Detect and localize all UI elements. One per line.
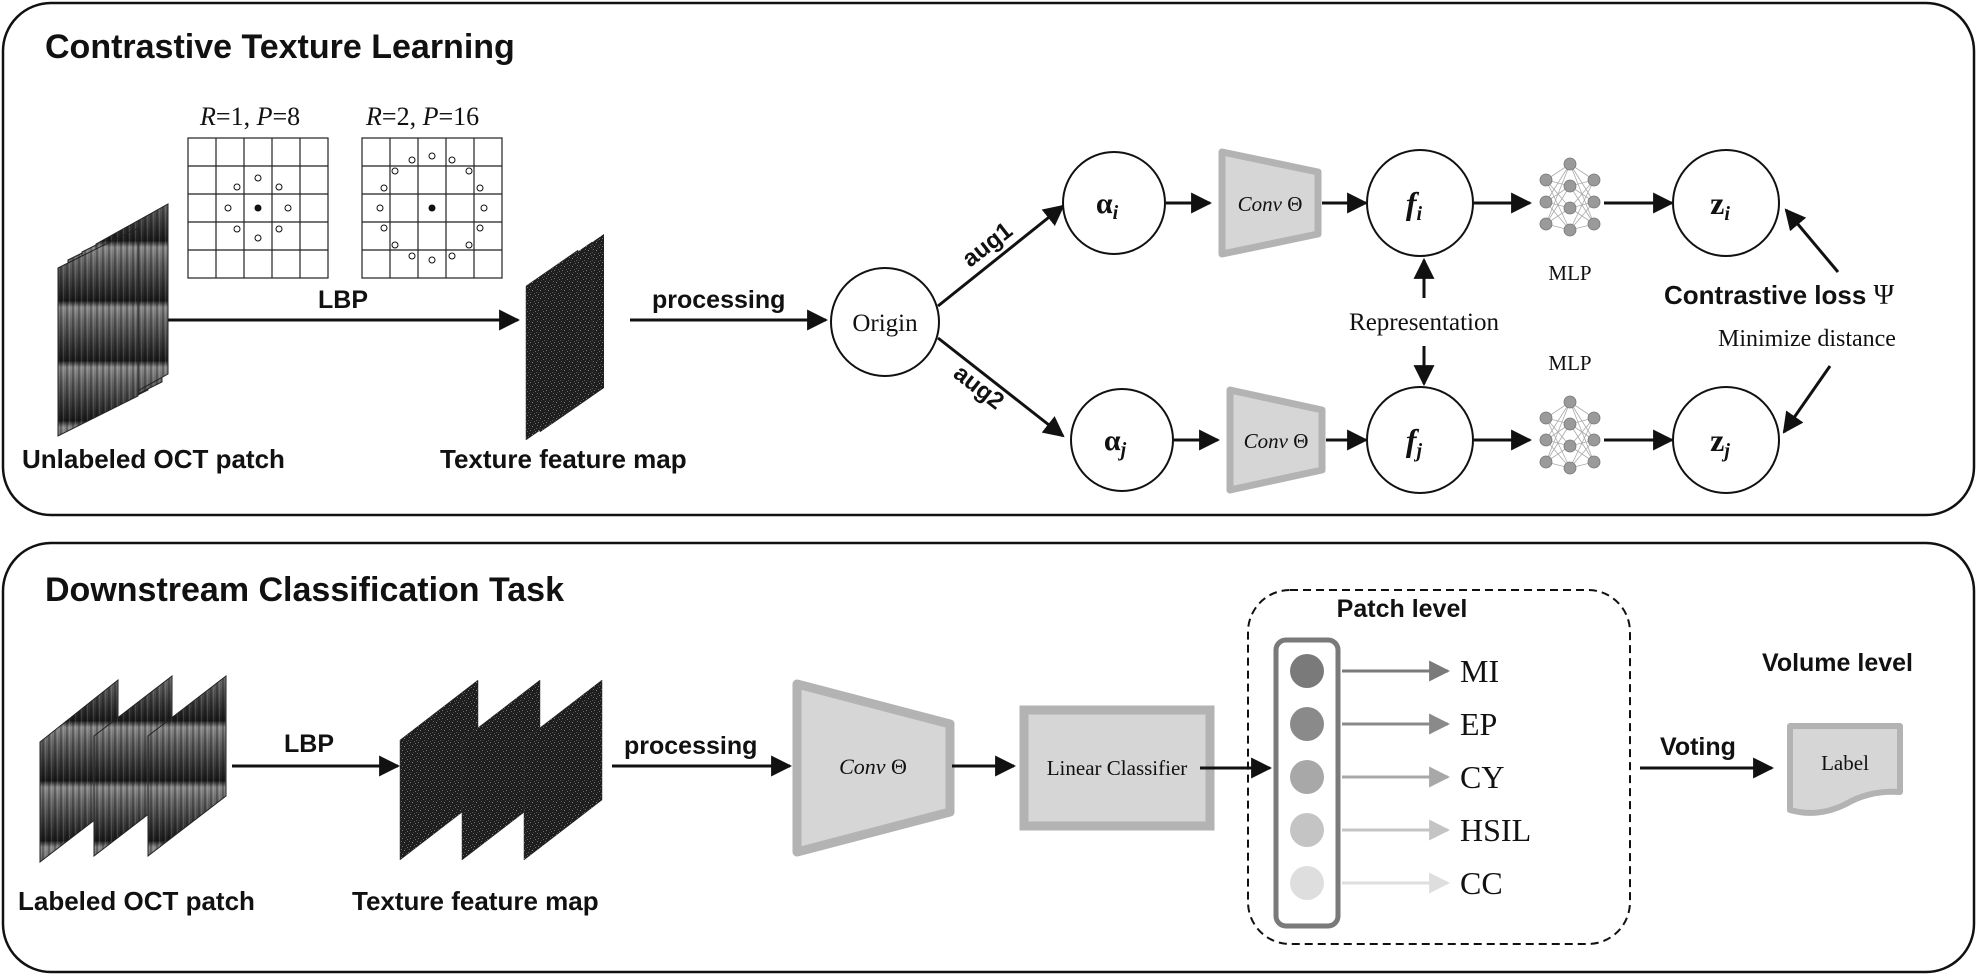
labeled-oct-caption: Labeled OCT patch — [18, 886, 255, 916]
bottom-panel-border — [1, 541, 1976, 974]
volume-level-label: Volume level — [1762, 649, 1913, 677]
mlp-j-label: MLP — [1548, 351, 1591, 375]
class-label-ep: EP — [1460, 706, 1497, 742]
contrastive-loss-label: Contrastive loss Ψ — [1664, 280, 1895, 311]
representation-label: Representation — [1349, 309, 1499, 336]
texture-map-stack-top — [525, 234, 604, 441]
alpha-j-label: αj — [1104, 424, 1127, 461]
aug1-arrow — [937, 204, 1065, 308]
mlp-j — [1539, 395, 1601, 475]
f-j-node — [1366, 386, 1474, 494]
origin-label: Origin — [852, 310, 918, 337]
bottom-panel-title: Downstream Classification Task — [45, 571, 564, 609]
conv-encoder-j: Conv Θ — [1226, 386, 1326, 494]
texture-map-stack-bottom — [399, 679, 603, 861]
mlp-i-label: MLP — [1548, 261, 1591, 285]
f-i-node — [1366, 149, 1474, 257]
aug2-label: aug2 — [948, 359, 1009, 415]
mlp-i — [1539, 157, 1601, 237]
z-i-node — [1672, 149, 1780, 257]
lbp-label: LBP — [318, 286, 368, 314]
minimize-distance-label: Minimize distance — [1718, 326, 1896, 352]
conv-encoder-i: Conv Θ — [1218, 148, 1322, 258]
aug1-label: aug1 — [957, 217, 1018, 273]
class-circle-cc — [1290, 866, 1324, 900]
top-panel-title: Contrastive Texture Learning — [45, 28, 515, 66]
class-label-hsil: HSIL — [1460, 812, 1531, 848]
class-outputs: MI EP CY HSIL CC — [1290, 653, 1531, 901]
f-j-label: fj — [1406, 422, 1423, 462]
processing-label-bottom: processing — [624, 732, 757, 760]
lbp-grid-r1-p8: R=1, P=8 — [187, 102, 329, 279]
conv-encoder-bottom: Conv Θ — [792, 679, 955, 857]
z-i-label: zi — [1710, 185, 1730, 225]
unlabeled-oct-caption: Unlabeled OCT patch — [22, 444, 285, 474]
z-j-label: zj — [1710, 422, 1730, 462]
texture-map-caption-top: Texture feature map — [440, 444, 687, 474]
class-label-cy: CY — [1460, 759, 1504, 795]
f-i-label: fi — [1406, 185, 1423, 225]
alpha-j-node — [1070, 388, 1174, 492]
class-circle-hsil — [1290, 813, 1324, 847]
lbp-grid-r2-p16: R=2, P=16 — [361, 102, 503, 279]
unlabeled-oct-stack — [57, 203, 169, 437]
patch-level-box — [1247, 589, 1631, 945]
loss-to-zj-arrow — [1782, 365, 1832, 434]
texture-map-caption-bottom: Texture feature map — [352, 886, 599, 916]
class-label-mi: MI — [1460, 653, 1499, 689]
output-label-text: Label — [1821, 751, 1869, 775]
top-panel-border — [1, 1, 1976, 517]
labeled-oct-stack — [39, 674, 227, 864]
class-label-cc: CC — [1460, 865, 1503, 901]
origin-node — [830, 267, 940, 377]
bottom-panel: Downstream Classification Task Labeled O… — [1, 541, 1976, 974]
linear-classifier-label: Linear Classifier — [1047, 756, 1188, 780]
voting-label: Voting — [1660, 733, 1736, 761]
alpha-i-label: αi — [1096, 187, 1119, 224]
class-circle-ep — [1290, 707, 1324, 741]
lbp-grid-1-label: R=1, P=8 — [199, 102, 300, 131]
lbp-label-bottom: LBP — [284, 730, 334, 758]
conv-i-label: Conv Θ — [1238, 192, 1303, 216]
class-circle-cy — [1290, 760, 1324, 794]
top-panel: Contrastive Texture Learning Unlabeled O… — [1, 1, 1976, 517]
alpha-i-node — [1062, 151, 1166, 255]
processing-label-top: processing — [652, 286, 785, 314]
loss-to-zi-arrow — [1784, 208, 1840, 273]
class-circle-mi — [1290, 654, 1324, 688]
aug2-arrow — [937, 336, 1065, 438]
conv-j-label: Conv Θ — [1244, 429, 1309, 453]
label-document-icon — [1787, 723, 1903, 816]
conv-bottom-label: Conv Θ — [839, 754, 907, 779]
lbp-grid-2-label: R=2, P=16 — [365, 102, 479, 131]
z-j-node — [1672, 386, 1780, 494]
patch-level-label: Patch level — [1337, 595, 1468, 623]
